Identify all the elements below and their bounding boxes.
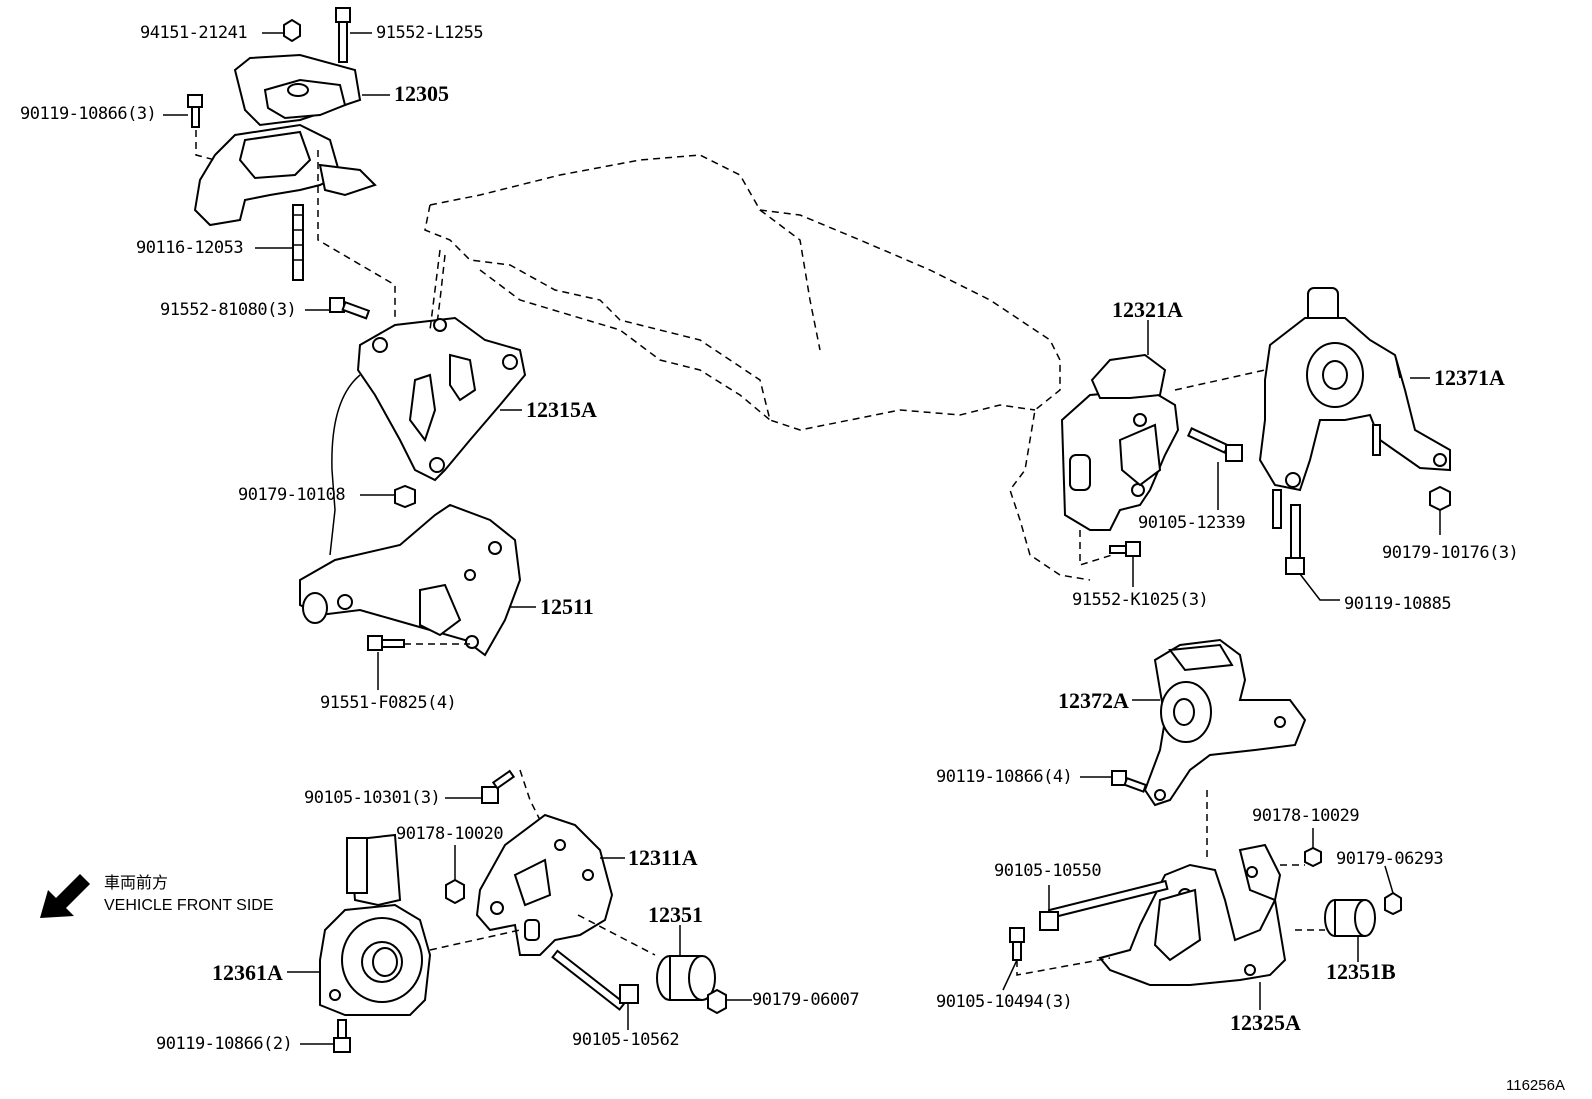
label-90179-06293: 90179-06293 xyxy=(1336,849,1444,869)
part-12325A xyxy=(1098,843,1287,986)
bolt-90119-10866-4 xyxy=(1111,770,1148,793)
part-mount-base-upper xyxy=(193,123,377,227)
label-12372A: 12372A xyxy=(1058,688,1129,713)
label-90179-10176-3: 90179-10176(3) xyxy=(1382,543,1519,563)
label-91552-K1025-3: 91552-K1025(3) xyxy=(1072,590,1209,610)
bolt-90105-10494-3 xyxy=(1009,927,1025,961)
label-91552-81080-3: 91552-81080(3) xyxy=(160,300,297,320)
stud-90116-12053 xyxy=(292,204,304,281)
label-90105-10550: 90105-10550 xyxy=(994,861,1102,881)
engine-outline-back xyxy=(759,209,821,351)
part-12372A xyxy=(1143,638,1307,807)
label-90105-10562: 90105-10562 xyxy=(572,1030,680,1050)
label-12305: 12305 xyxy=(394,81,449,106)
leader-lines xyxy=(163,32,1441,1045)
bolt-90105-12339 xyxy=(1186,427,1243,462)
nut-94151-21241 xyxy=(283,18,301,43)
vehicle-front-label-en: VEHICLE FRONT SIDE xyxy=(104,896,274,914)
label-12351: 12351 xyxy=(648,902,703,927)
nut-90179-10108 xyxy=(394,484,416,509)
bolt-91552-81080-3 xyxy=(329,297,371,320)
bolt-91552-L1255 xyxy=(335,7,351,63)
part-12371A xyxy=(1258,287,1451,492)
bolt-90105-10562 xyxy=(551,949,639,1011)
label-90119-10885: 90119-10885 xyxy=(1344,594,1452,614)
nut-90179-06293 xyxy=(1384,891,1402,916)
part-12311A xyxy=(475,813,614,956)
label-90119-10866-4: 90119-10866(4) xyxy=(936,767,1073,787)
nut-90179-10176-3 xyxy=(1429,485,1451,512)
label-12371A: 12371A xyxy=(1434,365,1505,390)
label-12315A: 12315A xyxy=(526,397,597,422)
part-12305 xyxy=(233,53,362,127)
label-90116-12053: 90116-12053 xyxy=(136,238,244,258)
label-12361A: 12361A xyxy=(212,960,283,985)
diagram-id: 116256A xyxy=(1506,1077,1565,1094)
part-12351B xyxy=(1324,899,1376,937)
label-94151-21241: 94151-21241 xyxy=(140,23,248,43)
engine-outline-inner xyxy=(479,269,771,421)
part-12361A xyxy=(319,833,432,1016)
label-90179-06007: 90179-06007 xyxy=(752,990,860,1010)
label-90179-10108: 90179-10108 xyxy=(238,485,346,505)
nut-90178-10029 xyxy=(1304,846,1322,868)
bolt-90119-10866-2 xyxy=(333,1019,351,1053)
part-12321A xyxy=(1060,353,1180,531)
label-90178-10020: 90178-10020 xyxy=(396,824,504,844)
label-12321A: 12321A xyxy=(1112,297,1183,322)
bolt-91551-F0825-4 xyxy=(367,635,405,651)
nut-90178-10020 xyxy=(445,878,465,905)
label-90119-10866-2: 90119-10866(2) xyxy=(156,1034,293,1054)
vehicle-front-label: 車両前方 VEHICLE FRONT SIDE xyxy=(104,873,274,916)
part-12351 xyxy=(656,955,716,1001)
label-90119-10866-3: 90119-10866(3) xyxy=(20,104,157,124)
label-90105-10494-3: 90105-10494(3) xyxy=(936,992,1073,1012)
label-91552-L1255: 91552-L1255 xyxy=(376,23,484,43)
label-12325A: 12325A xyxy=(1230,1010,1301,1035)
engine-outline-lower xyxy=(424,204,1036,431)
stud-12371A xyxy=(1272,424,1381,529)
part-12315A xyxy=(356,316,527,482)
label-91551-F0825-4: 91551-F0825(4) xyxy=(320,693,457,713)
part-12511 xyxy=(299,503,522,657)
label-90178-10029: 90178-10029 xyxy=(1252,806,1360,826)
vehicle-front-arrow-icon xyxy=(40,874,90,918)
bolt-91552-K1025-3 xyxy=(1109,541,1141,557)
label-12351B: 12351B xyxy=(1326,959,1396,984)
bolt-90119-10866-3 xyxy=(187,94,203,128)
bolt-90119-10885 xyxy=(1285,504,1305,575)
nut-90179-06007 xyxy=(707,988,727,1015)
engine-outline xyxy=(429,154,1091,581)
label-90105-10301-3: 90105-10301(3) xyxy=(304,788,441,808)
label-12511: 12511 xyxy=(540,594,594,619)
label-12311A: 12311A xyxy=(628,845,698,870)
bolt-90105-10301-3 xyxy=(481,769,516,804)
label-90105-12339: 90105-12339 xyxy=(1138,513,1246,533)
vehicle-front-label-jp: 車両前方 xyxy=(104,875,169,892)
